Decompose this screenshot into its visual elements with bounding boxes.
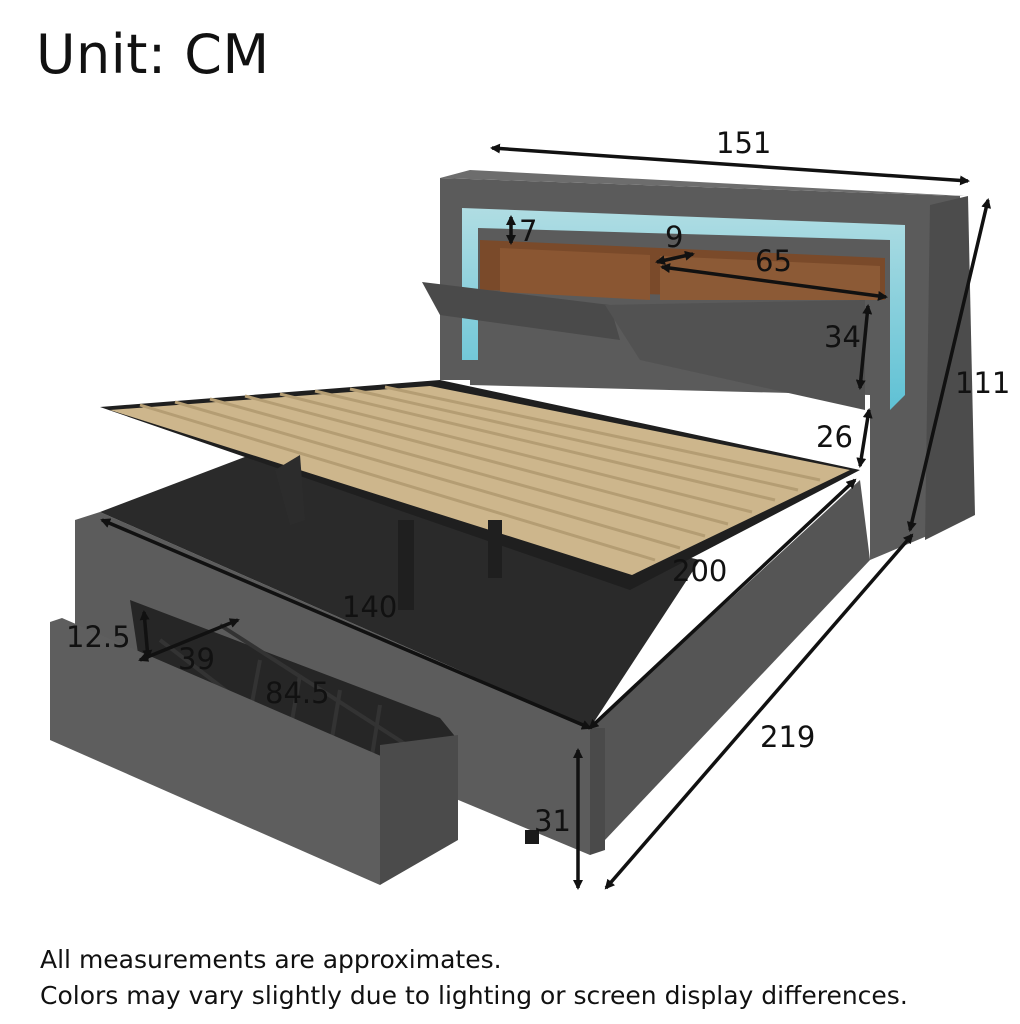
label-drawer-height-inner: 12.5 <box>66 620 131 654</box>
disclaimer-measurements: All measurements are approximates. <box>40 945 502 974</box>
label-drawer-width: 84.5 <box>265 676 330 710</box>
shelf-flap-right <box>605 300 865 410</box>
label-overall-length: 219 <box>760 720 816 754</box>
label-shelf-to-rail: 26 <box>816 420 853 454</box>
frame-leg <box>398 520 414 610</box>
shelf-flap-left <box>422 282 620 340</box>
unit-title: Unit: CM <box>36 23 270 86</box>
label-side-rail-height: 31 <box>534 804 571 838</box>
label-mattress-width: 140 <box>342 590 398 624</box>
dimension-lines <box>100 143 992 890</box>
label-shelf-depth: 34 <box>824 320 861 354</box>
foot <box>525 830 539 844</box>
label-mattress-length: 200 <box>672 554 728 588</box>
disclaimer-colors: Colors may vary slightly due to lighting… <box>40 981 908 1010</box>
frame-leg <box>488 520 502 578</box>
label-overall-height: 111 <box>955 366 1011 400</box>
label-shelf-gap: 7 <box>519 214 538 248</box>
label-shelf-width: 65 <box>755 244 792 278</box>
label-overall-width: 151 <box>716 126 772 160</box>
label-shelf-divider: 9 <box>665 220 684 254</box>
label-drawer-depth: 39 <box>178 642 215 676</box>
